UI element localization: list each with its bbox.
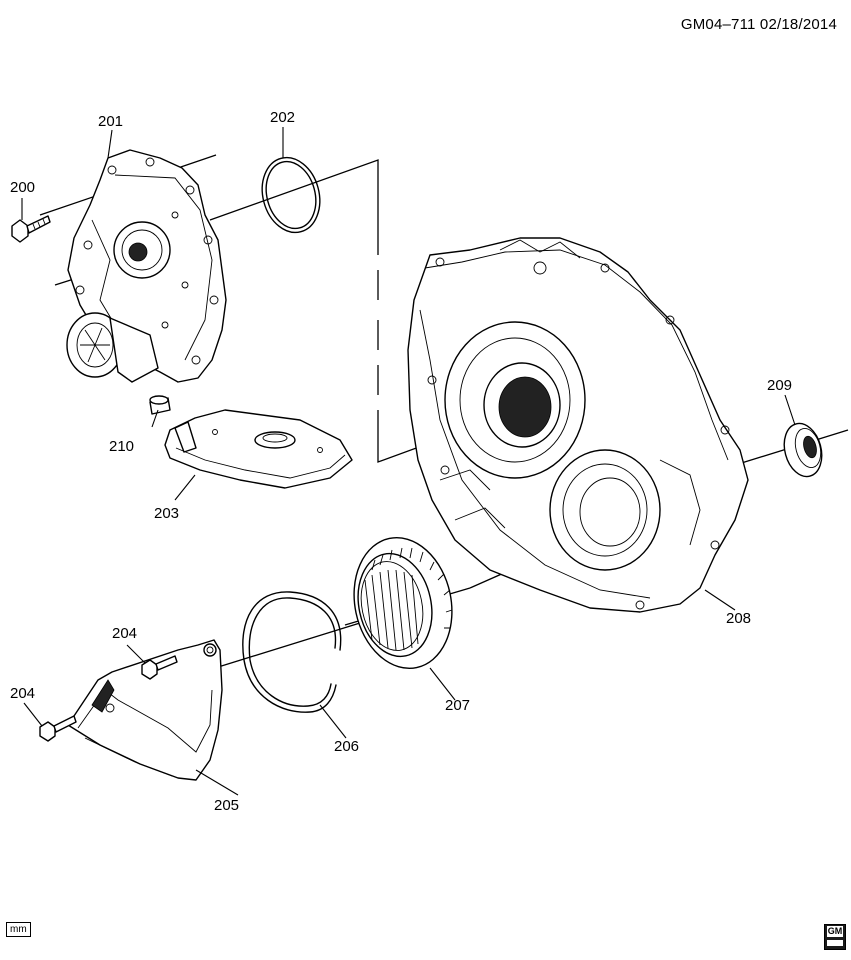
part-205-guide-shield: [67, 639, 223, 781]
unit-badge: mm: [6, 922, 31, 937]
callout-labels: 200 201 202 203 204 204 205 206 207 208 …: [10, 109, 792, 814]
callout-202: 202: [270, 109, 295, 126]
part-200-bolt: [11, 215, 51, 243]
diagram-reference-id: GM04–711 02/18/2014: [680, 16, 837, 33]
callout-206: 206: [334, 738, 359, 755]
callout-210: 210: [109, 438, 134, 455]
part-203-oil-filter: [164, 409, 353, 489]
part-206-snap-ring: [242, 591, 342, 713]
callout-203: 203: [154, 505, 179, 522]
callout-200: 200: [10, 179, 35, 196]
callout-207: 207: [445, 697, 470, 714]
gm-logo: GM: [824, 924, 846, 950]
gm-logo-text: GM: [827, 926, 843, 937]
callout-209: 209: [767, 377, 792, 394]
callout-204-lower: 204: [10, 685, 35, 702]
callout-201: 201: [98, 113, 123, 130]
part-201-oil-pump-plate: [66, 149, 227, 383]
part-207-internal-ring-gear: [353, 536, 453, 670]
part-204-bolt-upper: [141, 655, 178, 680]
gm-logo-bar: [827, 940, 843, 946]
part-202-seal-ring: [261, 156, 321, 234]
part-204-bolt-lower: [39, 715, 77, 742]
callout-204-upper: 204: [112, 625, 137, 642]
part-208-transmission-case: [407, 237, 749, 613]
callout-205: 205: [214, 797, 239, 814]
part-209-axle-seal: [783, 422, 823, 478]
callout-leader-lines: [21, 127, 796, 796]
callout-208: 208: [726, 610, 751, 627]
part-210-filter-seal: [149, 395, 171, 415]
